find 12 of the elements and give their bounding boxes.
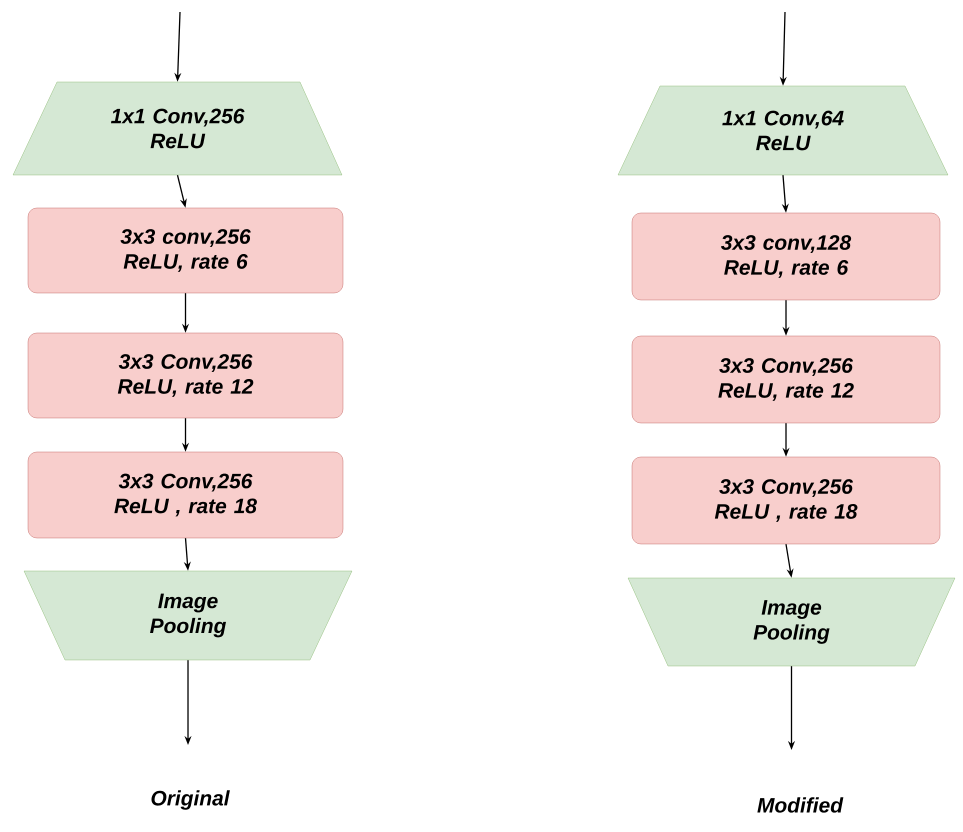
process-box: 3x3 conv,256 ReLU, rate 6 [28, 208, 344, 294]
caption: Original [152, 790, 230, 810]
trapezoid-box: Image Pooling [628, 578, 956, 666]
process-box: 3x3 Conv,256 ReLU , rate 18 [632, 456, 940, 544]
process-box: 3x3 Conv,256 ReLU , rate 18 [28, 452, 344, 538]
caption: Modified [757, 797, 844, 813]
process-box: 3x3 Conv,256 ReLU, rate 12 [632, 336, 940, 424]
trapezoid-box: 1x1 Conv,64 ReLU [618, 86, 948, 176]
process-box: 3x3 conv,128 ReLU, rate 6 [632, 212, 940, 300]
trapezoid-box: 1x1 Conv,256 ReLU [12, 82, 342, 176]
process-box: 3x3 Conv,256 ReLU, rate 12 [28, 332, 344, 418]
trapezoid-box: Image Pooling [24, 570, 352, 660]
